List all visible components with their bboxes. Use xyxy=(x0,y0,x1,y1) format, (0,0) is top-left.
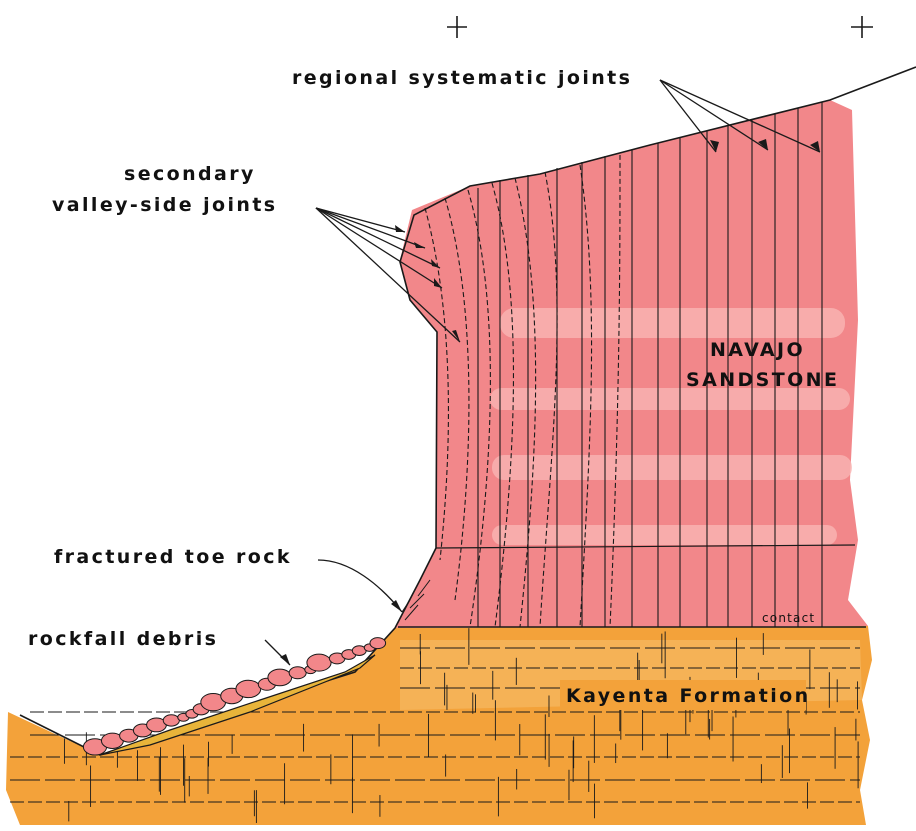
secondary-joints-label-line2: valley-side joints xyxy=(52,194,278,216)
debris-block xyxy=(370,638,386,649)
debris-block xyxy=(163,715,179,726)
debris-block xyxy=(289,667,306,679)
debris-block xyxy=(307,654,331,671)
kayenta-formation-label: Kayenta Formation xyxy=(566,685,811,707)
fractured-toe-rock-label: fractured toe rock xyxy=(54,546,292,568)
contact-label: contact xyxy=(762,611,815,625)
secondary-joints-label-line1: secondary xyxy=(124,163,256,185)
regional-systematic-joints-label: regional systematic joints xyxy=(292,67,632,89)
navajo-label-line1: NAVAJO xyxy=(710,339,805,361)
debris-block xyxy=(236,680,261,697)
navajo-label-line2: SANDSTONE xyxy=(686,369,839,391)
registration-cross-icon xyxy=(851,16,873,38)
registration-cross-icon xyxy=(447,16,467,38)
rockfall-debris-label: rockfall debris xyxy=(28,628,218,650)
debris-block xyxy=(268,669,292,686)
